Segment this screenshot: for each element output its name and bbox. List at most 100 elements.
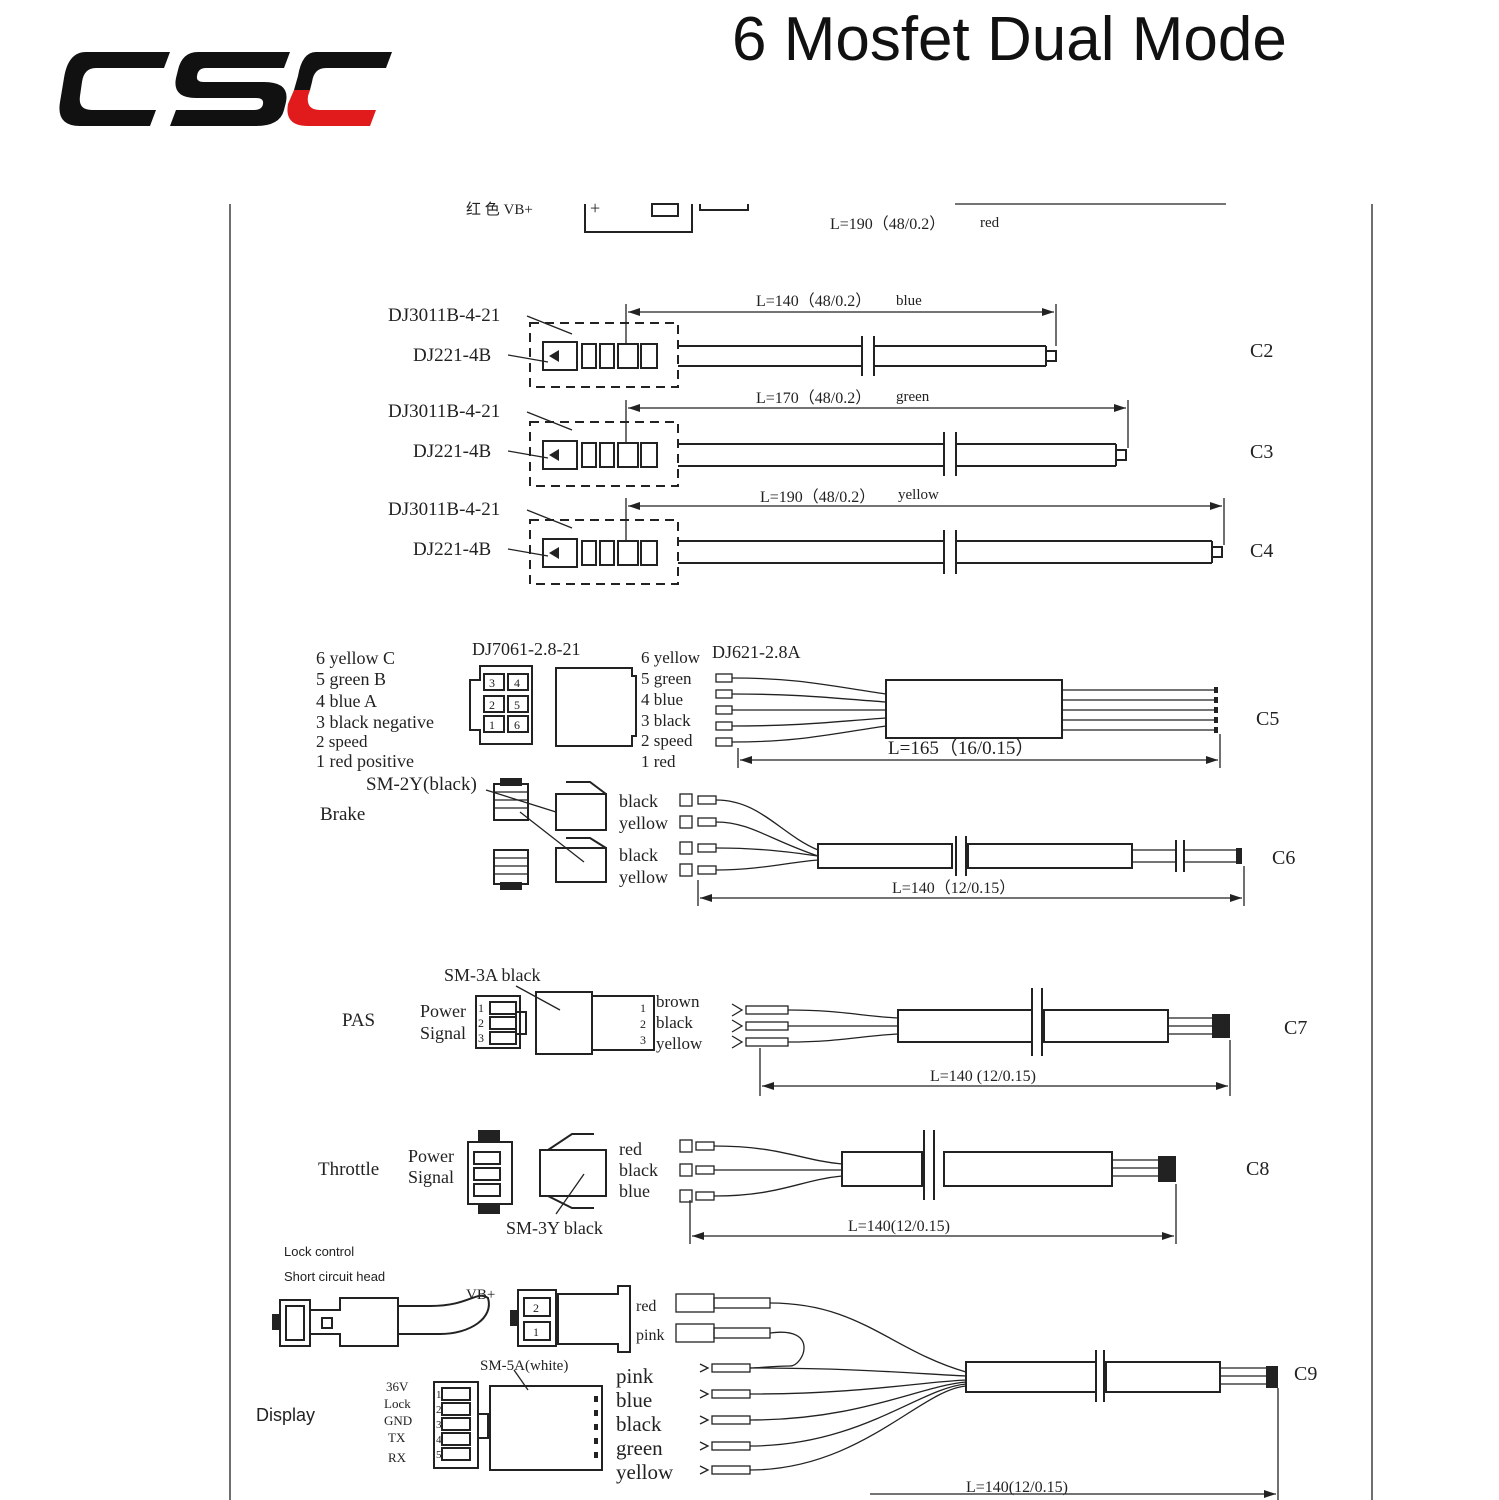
harness-c3: DJ3011B-4-21 DJ221-4B L=170（48/0.2） gree…: [388, 389, 1273, 487]
c8-side-0: Power: [408, 1146, 454, 1166]
c9-pin-name-2: GND: [384, 1413, 412, 1428]
harness-c6: SM-2Y(black) Brake black yellow black ye…: [320, 774, 1295, 906]
top-color: red: [980, 215, 1000, 231]
c8-wire-2: blue: [619, 1181, 650, 1201]
c5-pinout-3: 3 black negative: [316, 712, 434, 732]
c9-label: Display: [256, 1405, 315, 1425]
c3-length: L=170（48/0.2）: [756, 389, 871, 407]
harness-c8: Throttle Power Signal SM-3Y black red bl…: [318, 1130, 1269, 1244]
c2-part-b: DJ221-4B: [413, 345, 491, 366]
c9-pin-name-4: RX: [388, 1450, 407, 1465]
c5-length: L=165（16/0.15）: [888, 737, 1034, 759]
c7-pin-l0: 1: [478, 1001, 484, 1015]
c9-pin-num-0: 1: [436, 1389, 442, 1401]
c7-pin-l1: 2: [478, 1016, 484, 1030]
c4-length: L=190（48/0.2）: [760, 488, 875, 506]
c6-length: L=140（12/0.15）: [892, 879, 1015, 897]
c4-part-a: DJ3011B-4-21: [388, 499, 500, 520]
c7-connector: SM-3A black: [444, 965, 541, 985]
top-length: L=190（48/0.2）: [830, 215, 945, 233]
c5-wire-0: 6 yellow: [641, 648, 701, 667]
c8-connector: SM-3Y black: [506, 1218, 603, 1238]
c9-wire-3: green: [616, 1436, 663, 1460]
c3-part-b: DJ221-4B: [413, 441, 491, 462]
c9-pin-name-1: Lock: [384, 1396, 411, 1411]
c5-part-a: DJ7061-2.8-21: [472, 639, 581, 659]
c7-label: PAS: [342, 1010, 375, 1031]
c9-wire-0: pink: [616, 1364, 654, 1388]
c9-wire-2: black: [616, 1412, 662, 1436]
c9-lock-wire-1: pink: [636, 1327, 664, 1344]
c7-pin-l2: 3: [478, 1031, 484, 1045]
c9-lock-wire-0: red: [636, 1298, 656, 1315]
c3-color: green: [896, 389, 930, 405]
c9-connector: SM-5A(white): [480, 1358, 568, 1374]
c9-wire-1: blue: [616, 1388, 652, 1412]
c8-length: L=140(12/0.15): [848, 1218, 950, 1235]
c5-id: C5: [1256, 708, 1279, 730]
c5-pin-2: 2: [489, 698, 495, 712]
c5-pin-0: 3: [489, 676, 495, 690]
c5-wire-2: 4 blue: [641, 690, 683, 709]
c4-id: C4: [1250, 540, 1273, 562]
c6-wire-0: black: [619, 791, 658, 811]
c9-pin-num-1: 2: [436, 1404, 442, 1416]
c2-id: C2: [1250, 340, 1273, 362]
c5-pin-3: 5: [514, 698, 520, 712]
c2-color: blue: [896, 293, 922, 309]
c8-label: Throttle: [318, 1159, 379, 1180]
vb-plus: +: [590, 198, 600, 218]
c9-pin-num-2: 3: [436, 1419, 442, 1431]
c5-pin-5: 6: [514, 718, 520, 732]
c9-pin-num-4: 5: [436, 1449, 442, 1461]
harness-c7: SM-3A black PAS Power Signal 1 2 3 1 2 3…: [342, 965, 1307, 1096]
c8-id: C8: [1246, 1158, 1269, 1180]
c6-wire-3: yellow: [619, 867, 668, 887]
c6-id: C6: [1272, 847, 1295, 869]
c9-pin-name-0: 36V: [386, 1379, 409, 1394]
c7-side-0: Power: [420, 1001, 466, 1021]
c8-side-1: Signal: [408, 1167, 454, 1187]
c2-part-a: DJ3011B-4-21: [388, 305, 500, 326]
c5-wire-3: 3 black: [641, 711, 691, 730]
c5-wire-5: 1 red: [641, 752, 676, 771]
c9-length: L=140(12/0.15): [966, 1479, 1068, 1496]
logo-letter-c1: [59, 52, 170, 126]
c5-pinout-5: 1 red positive: [316, 751, 414, 771]
c9-id: C9: [1294, 1363, 1317, 1385]
logo-letter-s: [170, 52, 290, 126]
c8-wire-0: red: [619, 1139, 642, 1159]
c3-part-a: DJ3011B-4-21: [388, 401, 500, 422]
c5-wire-1: 5 green: [641, 669, 692, 688]
c5-part-b: DJ621-2.8A: [712, 642, 801, 662]
csc-logo: [59, 52, 392, 126]
top-partial-harness: 红 色 VB+ + L=190（48/0.2） red: [466, 198, 1226, 233]
c8-wire-1: black: [619, 1160, 658, 1180]
harness-c4: DJ3011B-4-21 DJ221-4B L=190（48/0.2） yell…: [388, 487, 1273, 585]
c7-side-1: Signal: [420, 1023, 466, 1043]
c9-pin-name-3: TX: [388, 1430, 406, 1445]
c7-pin-r0: 1: [640, 1001, 646, 1015]
c4-part-b: DJ221-4B: [413, 539, 491, 560]
c7-pin-r1: 2: [640, 1017, 646, 1031]
c7-length: L=140 (12/0.15): [930, 1068, 1036, 1085]
c2-length: L=140（48/0.2）: [756, 292, 871, 310]
c6-wire-2: black: [619, 845, 658, 865]
vb-label: 红 色 VB+: [466, 201, 533, 218]
c5-wire-4: 2 speed: [641, 731, 693, 750]
c9-lock-pin-1: 1: [533, 1325, 539, 1339]
c9-lock-label-0: Lock control: [284, 1244, 354, 1259]
c5-pinout-0: 6 yellow C: [316, 648, 395, 668]
c9-lock-label-1: Short circuit head: [284, 1269, 385, 1284]
c4-color: yellow: [898, 487, 939, 503]
c6-wire-1: yellow: [619, 813, 668, 833]
c5-pin-4: 1: [489, 718, 495, 732]
logo-letter-c2-top: [294, 52, 392, 90]
c9-vb: VB+: [466, 1287, 495, 1303]
c7-wire-1: black: [656, 1013, 693, 1032]
c5-pin-1: 4: [514, 676, 520, 690]
c7-pin-r2: 3: [640, 1033, 646, 1047]
c7-id: C7: [1284, 1017, 1307, 1039]
c6-label: Brake: [320, 804, 365, 825]
